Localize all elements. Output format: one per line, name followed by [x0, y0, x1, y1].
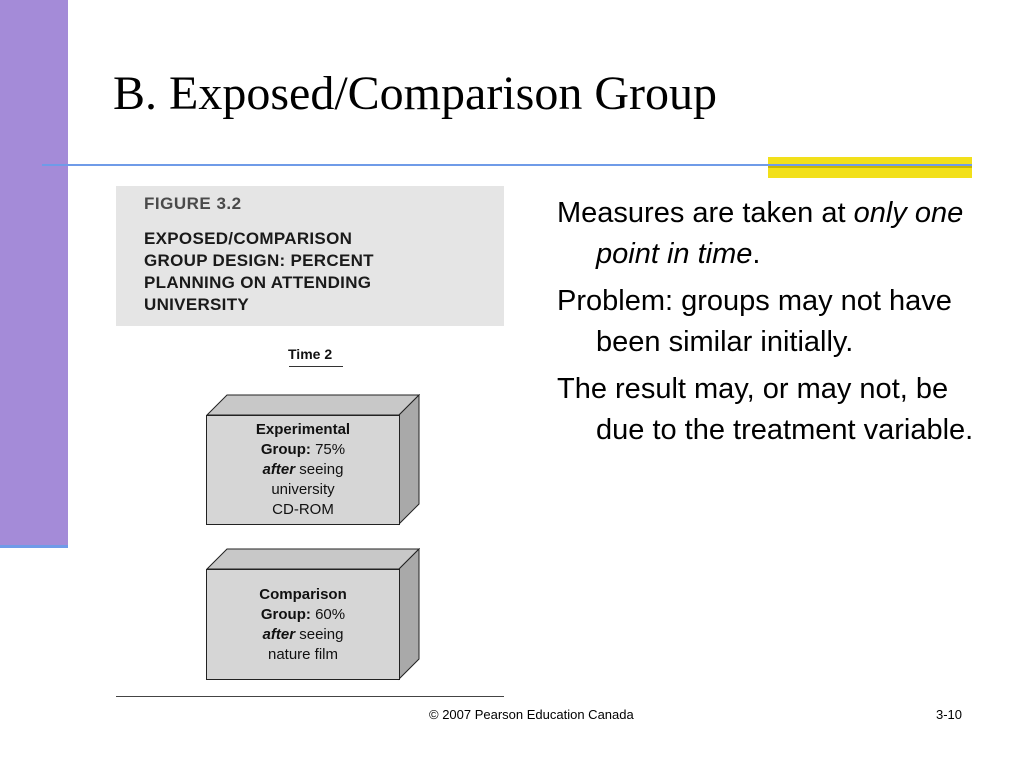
- time-underline: [289, 366, 343, 367]
- comparison-seeing: seeing: [299, 625, 344, 643]
- comparison-after: after: [262, 625, 296, 643]
- caption-line: GROUP DESIGN: PERCENT: [144, 251, 374, 270]
- accent-line: [768, 166, 972, 168]
- slide-title: B. Exposed/Comparison Group: [113, 67, 717, 120]
- footer-copyright: © 2007 Pearson Education Canada: [429, 707, 634, 722]
- comparison-line4: nature film: [267, 645, 339, 663]
- experimental-line4: university: [271, 481, 335, 498]
- bullet-item: The result may, or may not, be due to th…: [557, 373, 974, 446]
- caption-line: EXPOSED/COMPARISON: [144, 229, 353, 248]
- bullet-item: Measures are taken at only one point in …: [557, 193, 987, 275]
- bullet-emphasis: only one point in time: [596, 197, 964, 270]
- bullet-end: .: [752, 238, 761, 270]
- experimental-after: after: [262, 461, 296, 478]
- experimental-seeing: seeing: [299, 461, 344, 478]
- comparison-label: Comparison: [259, 585, 347, 603]
- title-rule: [42, 164, 972, 166]
- figure-number: FIGURE 3.2: [144, 194, 242, 213]
- comparison-group-text: Comparison Group: 60% after seeing natur…: [206, 569, 400, 680]
- figure-header: FIGURE 3.2 EXPOSED/COMPARISON GROUP DESI…: [116, 186, 504, 326]
- comparison-percent: 60%: [315, 605, 346, 623]
- bullet-list: Measures are taken at only one point in …: [557, 193, 987, 457]
- box-3d-shape: [206, 394, 420, 526]
- experimental-group-box: Experimental Group: 75% after seeing uni…: [206, 394, 420, 526]
- comparison-group-box: Comparison Group: 60% after seeing natur…: [206, 548, 420, 681]
- experimental-label: Experimental: [255, 421, 351, 438]
- time-label: Time 2: [288, 346, 333, 362]
- footer-page-number: 3-10: [936, 707, 963, 722]
- bullet-text: Measures are taken at: [557, 197, 854, 229]
- experimental-percent: 75%: [315, 441, 346, 458]
- caption-line: UNIVERSITY: [144, 295, 250, 314]
- figure-bottom-rule: [116, 696, 504, 697]
- comparison-group-word: Group:: [260, 605, 311, 623]
- experimental-group-word: Group:: [260, 441, 311, 458]
- bullet-item: Problem: groups may not have been simila…: [557, 285, 952, 358]
- sidebar-edge: [0, 545, 68, 548]
- sidebar-decoration: [0, 0, 68, 548]
- experimental-line5: CD-ROM: [272, 501, 334, 518]
- box-3d-shape: [206, 548, 420, 681]
- caption-line: PLANNING ON ATTENDING: [144, 273, 372, 292]
- experimental-group-text: Experimental Group: 75% after seeing uni…: [206, 415, 400, 525]
- figure-caption: EXPOSED/COMPARISON GROUP DESIGN: PERCENT…: [144, 228, 374, 316]
